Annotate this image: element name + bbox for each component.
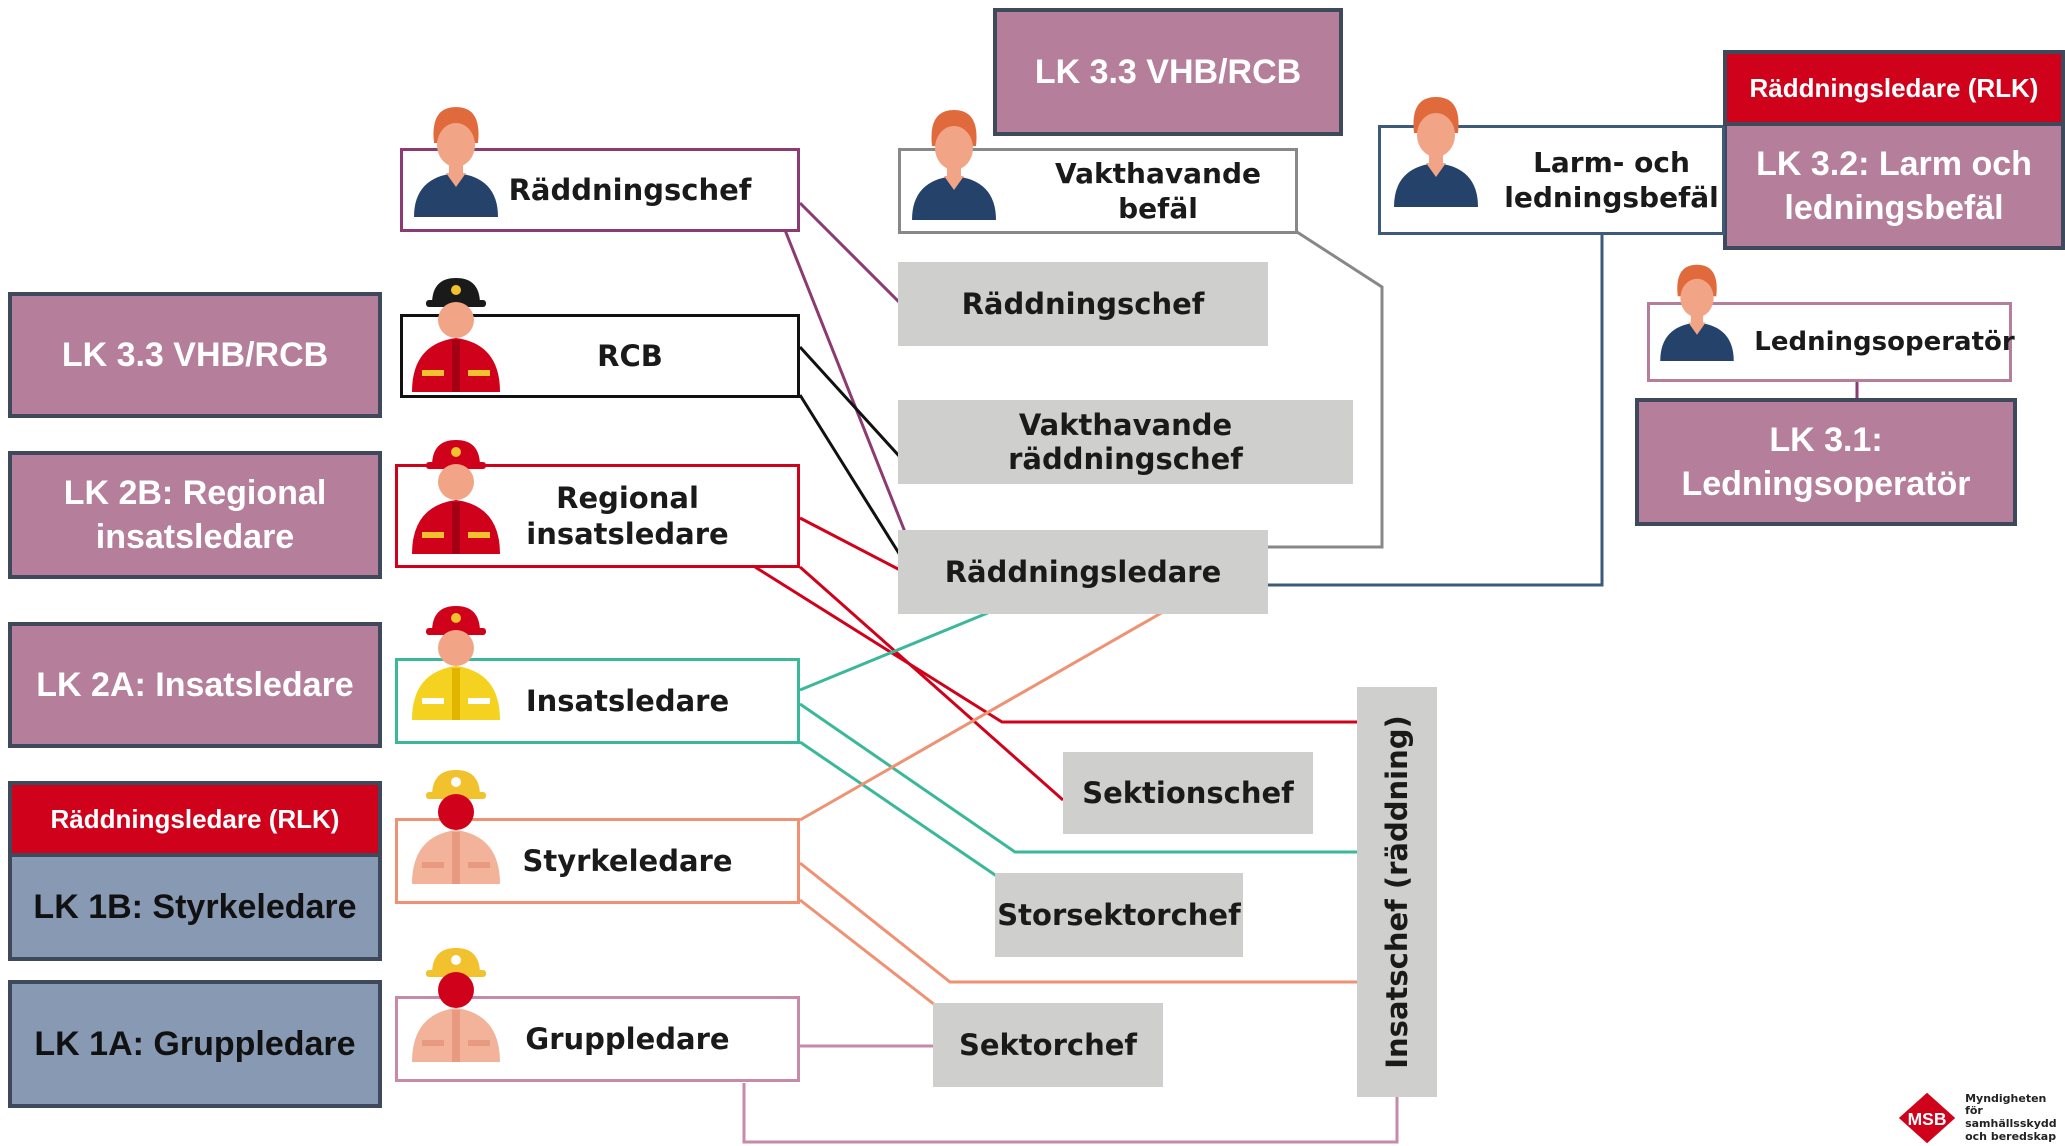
regional-firefighter-icon	[412, 440, 500, 554]
connector-raddningschef-function	[798, 201, 902, 305]
level-lk2a: LK 2A: Insatsledare	[8, 622, 382, 748]
connector-larm-ledare	[1267, 235, 1604, 587]
staff-figure-icon	[912, 110, 996, 220]
msb-logo-line1: Myndigheten för	[1965, 1091, 2047, 1118]
level-lk1b: LK 1B: Styrkeledare	[8, 853, 382, 961]
connector-rcb-vakthavande	[798, 345, 902, 459]
connector-regional-insatschef	[754, 565, 1357, 724]
msb-logo-short: MSB	[1908, 1109, 1947, 1129]
connector-gruppledare-insatschef	[742, 1083, 1399, 1144]
level-lk33-left: LK 3.3 VHB/RCB	[8, 292, 382, 418]
connector-vhb-ledare	[1267, 230, 1384, 549]
msb-logo-text: Myndigheten för samhällsskydd och bereds…	[1965, 1091, 2065, 1144]
msb-logo-line2: samhällsskydd	[1965, 1117, 2057, 1130]
connector-styrkeledare-sektorchef	[799, 898, 936, 1007]
role-larm-ledningsbefal: Larm- och ledningsbefäl	[1378, 125, 1725, 235]
rlk-badge-lk32: Räddningsledare (RLK)	[1723, 50, 2065, 126]
gruppledare-firefighter-icon	[412, 948, 500, 1062]
connector-insatsledare-ledare	[799, 610, 991, 692]
connector-insatsledare-insatschef	[799, 702, 1357, 854]
msb-logo-line3: och beredskap	[1965, 1129, 2057, 1143]
staff-figure-icon	[1394, 97, 1478, 207]
connector-styrkeledare-ledare	[799, 610, 1164, 822]
function-sektorchef: Sektorchef	[933, 1003, 1163, 1087]
staff-figure-icon	[1660, 264, 1734, 361]
level-lk33-top: LK 3.3 VHB/RCB	[993, 8, 1343, 136]
staff-figure-icon	[414, 107, 498, 217]
level-lk2b: LK 2B: Regional insatsledare	[8, 451, 382, 579]
rcb-firefighter-icon	[412, 278, 500, 392]
level-lk31: LK 3.1: Ledningsoperatör	[1635, 398, 2017, 526]
connector-regional-ledare	[799, 516, 901, 572]
function-raddningschef: Räddningschef	[898, 262, 1268, 346]
function-sektionschef: Sektionschef	[1063, 752, 1313, 834]
function-vakthavande-raddningschef: Vakthavande räddningschef	[898, 400, 1353, 484]
level-lk1a: LK 1A: Gruppledare	[8, 980, 382, 1108]
connector-styrkeledare-insatschef	[799, 861, 1357, 984]
styrkeledare-firefighter-icon	[412, 770, 500, 884]
msb-logo: MSB Myndigheten för samhällsskydd och be…	[1895, 1090, 2065, 1146]
connector-regional-sektionschef	[799, 565, 1064, 802]
insatschef-label: Insatschef (räddning)	[1380, 715, 1414, 1069]
level-lk32: LK 3.2: Larm och ledningsbefäl	[1723, 122, 2065, 250]
msb-logo-icon: MSB	[1898, 1092, 1956, 1144]
function-raddningsledare: Räddningsledare	[898, 530, 1268, 614]
insatsledare-firefighter-icon	[412, 606, 500, 720]
connector-rcb-ledare	[798, 394, 902, 556]
rlk-badge-lk1b: Räddningsledare (RLK)	[8, 781, 382, 857]
connector-raddningschef-ledare	[783, 229, 907, 533]
connector-insatsledare-storsektor	[799, 740, 999, 879]
function-storsektorchef: Storsektorchef	[995, 873, 1243, 957]
function-insatschef: Insatschef (räddning)	[1357, 687, 1437, 1097]
